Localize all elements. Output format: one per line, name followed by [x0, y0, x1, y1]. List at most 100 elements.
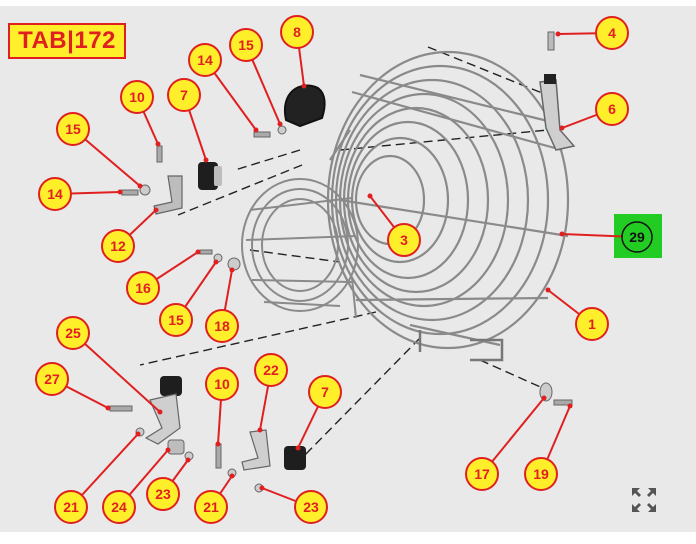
washer-top-15: [277, 125, 287, 135]
callout-circle: [194, 490, 228, 524]
screw-left-10: [156, 145, 163, 163]
callout-14: 14: [188, 43, 222, 77]
callout-3: 3: [387, 223, 421, 257]
callout-number: 15: [65, 121, 81, 137]
callout-circle: [35, 362, 69, 396]
callout-circle: [120, 80, 154, 114]
callout-number: 25: [65, 325, 81, 341]
callout-circle: [254, 353, 288, 387]
screw-left-14: [121, 189, 139, 196]
callout-16: 16: [126, 271, 160, 305]
bracket-left: [153, 175, 183, 215]
callout-circle: [280, 15, 314, 49]
callout-23: 23: [146, 477, 180, 511]
callout-27: 27: [35, 362, 69, 396]
callout-number: 12: [110, 238, 126, 254]
callout-number: 17: [474, 466, 490, 482]
callout-circle: [229, 28, 263, 62]
callout-14: 14: [38, 177, 72, 211]
callout-number: 7: [180, 87, 188, 103]
tab-label: TAB|172: [18, 27, 116, 54]
callout-number: 27: [44, 371, 60, 387]
leader-tip-29: [559, 231, 565, 237]
callout-number: 14: [197, 52, 213, 68]
callout-number: 16: [135, 280, 151, 296]
leader-tip-1: [545, 287, 551, 293]
tab-badge: TAB|172: [8, 23, 126, 59]
leader-tip-7: [203, 157, 209, 163]
leader-tip-4: [555, 31, 561, 37]
leader-tip-10: [155, 141, 161, 147]
callout-15: 15: [159, 303, 193, 337]
callout-7: 7: [308, 375, 342, 409]
callout-24: 24: [102, 490, 136, 524]
callout-circle: [146, 477, 180, 511]
leader-tip-14: [253, 127, 259, 133]
callout-19: 19: [524, 457, 558, 491]
callout-number: 24: [111, 499, 127, 515]
callout-number: 21: [63, 499, 79, 515]
callout-circle: [167, 78, 201, 112]
leader-tip-22: [257, 427, 263, 433]
callout-circle: [205, 309, 239, 343]
callout-12: 12: [101, 229, 135, 263]
callout-4: 4: [595, 16, 629, 50]
callout-number: 14: [47, 186, 63, 202]
bracket-top-black: [544, 74, 556, 84]
callout-circle: [294, 490, 328, 524]
nut-18: [227, 257, 241, 271]
callout-number: 23: [303, 499, 319, 515]
callout-number: 6: [608, 101, 616, 117]
callout-23: 23: [294, 490, 328, 524]
callout-circle: [56, 112, 90, 146]
callout-29: 29: [621, 221, 653, 253]
callout-circle: [54, 490, 88, 524]
damper-25: [160, 376, 182, 396]
damper-24: [167, 439, 185, 455]
callout-15: 15: [229, 28, 263, 62]
fullscreen-button[interactable]: [630, 486, 658, 514]
leader-tip-10: [215, 441, 221, 447]
callout-number: 8: [293, 24, 301, 40]
callout-circle: [56, 316, 90, 350]
callout-number: 21: [203, 499, 219, 515]
callout-number: 7: [321, 384, 329, 400]
leader-tip-23: [185, 457, 191, 463]
leader-tip-15: [277, 121, 283, 127]
leader-tip-25: [157, 409, 163, 415]
damper-left: [198, 162, 218, 190]
leader-tip-19: [567, 403, 573, 409]
callout-number: 18: [214, 318, 230, 334]
callout-circle: [595, 16, 629, 50]
callout-number: 23: [155, 486, 171, 502]
damper-left-cap: [214, 166, 222, 186]
callout-number: 29: [629, 229, 645, 245]
leader-tip-14: [117, 189, 123, 195]
callout-number: 19: [533, 466, 549, 482]
leader-tip-27: [105, 405, 111, 411]
screw-16: [199, 249, 213, 255]
leader-tip-6: [559, 125, 565, 131]
callout-circle: [595, 92, 629, 126]
callout-number: 15: [238, 37, 254, 53]
screw-top: [547, 31, 555, 51]
screw-27: [109, 405, 133, 412]
callout-circle: [188, 43, 222, 77]
wire-guard-small: [241, 178, 359, 319]
callout-17: 17: [465, 457, 499, 491]
callout-25: 25: [56, 316, 90, 350]
callout-circle: [465, 457, 499, 491]
leader-tip-7: [295, 445, 301, 451]
leader-tip-24: [165, 447, 171, 453]
callout-1: 1: [575, 307, 609, 341]
callout-number: 4: [608, 25, 616, 41]
screw-10-lower: [215, 443, 222, 469]
screw-19: [553, 399, 573, 406]
callout-circle: [101, 229, 135, 263]
callout-number: 15: [168, 312, 184, 328]
callout-number: 10: [214, 376, 230, 392]
callout-21: 21: [54, 490, 88, 524]
